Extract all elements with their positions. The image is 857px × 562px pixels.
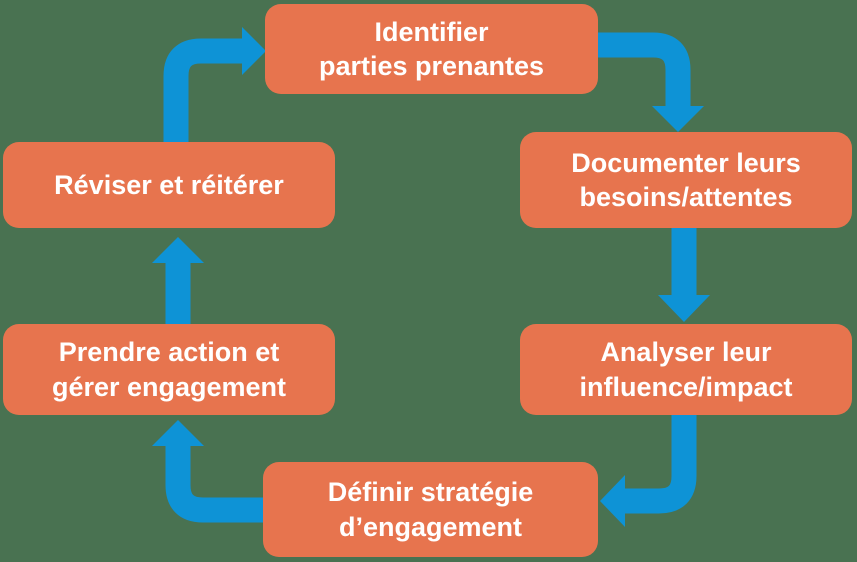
step-identifier-parties-prenantes: Identifier parties prenantes [265,4,598,94]
step-documenter-label: Documenter leurs besoins/attentes [571,147,801,212]
step-analyser-influence-impact: Analyser leur influence/impact [520,324,852,415]
step-reviser-et-reiterer: Réviser et réitérer [3,142,335,228]
step-reviser-label: Réviser et réitérer [54,169,284,200]
arrow-shaft [163,38,242,144]
arrowhead-right-icon [242,27,266,75]
arrow-shaft [597,32,691,107]
step-documenter-besoins-attentes: Documenter leurs besoins/attentes [520,132,852,228]
arrow-analyser-to-definir-icon [600,415,697,527]
step-prendre-label: Prendre action et gérer engagement [51,337,287,402]
step-identifier-label: Identifier parties prenantes [318,16,545,81]
arrowhead-left-icon [600,475,625,527]
step-analyser-label: Analyser leur influence/impact [579,337,793,402]
arrow-shaft [165,446,263,523]
arrowhead-up-icon [152,420,204,446]
arrow-shaft [625,415,697,514]
arrowhead-down-icon [658,295,710,322]
step-definir-label: Définir stratégie d’engagement [327,477,534,542]
step-definir-strategie-engagement: Définir stratégie d’engagement [263,462,598,557]
step-prendre-action-gerer-engagement: Prendre action et gérer engagement [3,324,335,415]
arrow-documenter-to-analyser-icon [658,228,710,322]
arrow-reviser-to-identifier-icon [163,27,266,144]
arrow-definir-to-prendre-icon [152,420,263,523]
arrow-identifier-to-documenter-icon [597,32,704,132]
arrowhead-up-icon [152,237,204,263]
arrowhead-down-icon [652,106,704,132]
arrow-prendre-to-reviser-icon [152,237,204,324]
